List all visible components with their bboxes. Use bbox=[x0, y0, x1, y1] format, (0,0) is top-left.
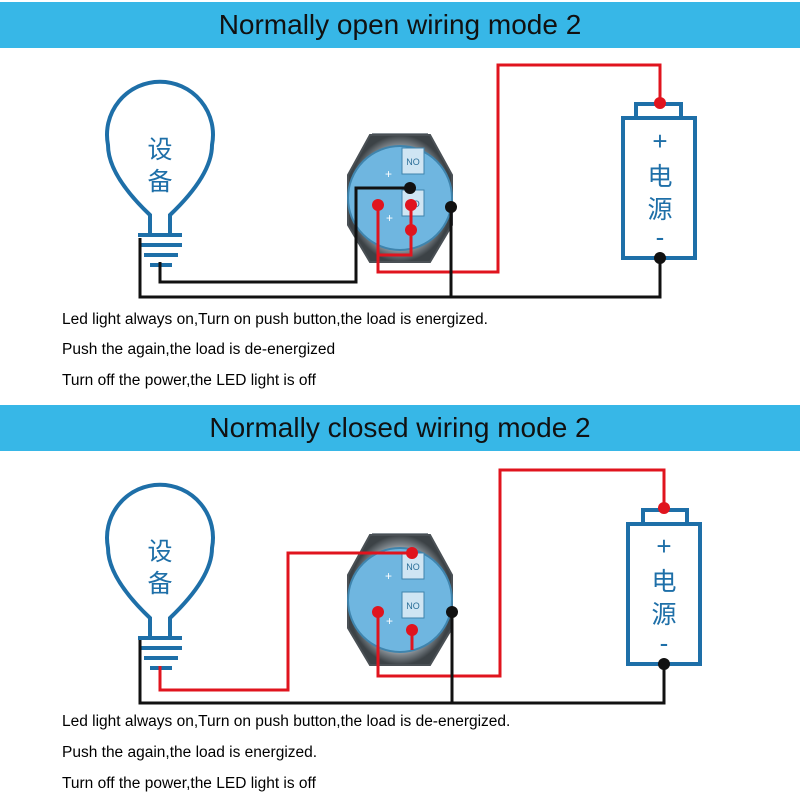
power-supply-icon: + 电 源 - bbox=[621, 102, 697, 260]
svg-text:+: + bbox=[386, 211, 393, 225]
switch-label-2: NO bbox=[406, 601, 420, 611]
section-1-line-2: Push the again,the load is de-energized bbox=[62, 341, 336, 358]
wires bbox=[138, 63, 666, 299]
svg-text:+: + bbox=[386, 614, 393, 628]
bulb-label-2: 备 bbox=[147, 569, 172, 598]
bulb-label-2: 备 bbox=[147, 167, 172, 196]
section-1-title: Normally open wiring mode 2 bbox=[218, 9, 582, 40]
battery-label-2: 源 bbox=[647, 195, 672, 224]
section-2-title: Normally closed wiring mode 2 bbox=[209, 412, 591, 443]
bulb-icon: 设 备 bbox=[105, 482, 215, 670]
push-button-switch: NO NO + + bbox=[347, 533, 453, 666]
battery-minus: - bbox=[660, 628, 669, 658]
bulb-label-1: 设 bbox=[147, 135, 172, 164]
battery-label-1: 电 bbox=[651, 567, 676, 596]
battery-plus: + bbox=[656, 531, 671, 561]
switch-label-1: NO bbox=[406, 157, 420, 167]
push-button-switch: NO NO + + bbox=[347, 133, 453, 263]
switch-label-1: NO bbox=[406, 562, 420, 572]
bulb-label-1: 设 bbox=[147, 537, 172, 566]
diagram-normally-open: 设 备 NO NO + + + 电 源 - bbox=[105, 63, 697, 299]
battery-minus: - bbox=[656, 222, 665, 252]
section-1-line-1: Led light always on,Turn on push button,… bbox=[62, 311, 488, 328]
wires bbox=[138, 468, 670, 705]
svg-text:+: + bbox=[385, 167, 392, 181]
diagram-normally-closed: 设 备 NO NO + + + 电 源 - bbox=[105, 468, 702, 705]
section-2-banner: Normally closed wiring mode 2 bbox=[0, 405, 800, 451]
section-2-line-1: Led light always on,Turn on push button,… bbox=[62, 713, 511, 730]
section-2-line-3: Turn off the power,the LED light is off bbox=[62, 775, 316, 792]
bulb-icon: 设 备 bbox=[105, 79, 215, 267]
power-supply-icon: + 电 源 - bbox=[626, 508, 702, 666]
battery-label-1: 电 bbox=[647, 162, 672, 191]
section-1-line-3: Turn off the power,the LED light is off bbox=[62, 372, 316, 389]
svg-text:+: + bbox=[385, 569, 392, 583]
battery-plus: + bbox=[652, 126, 667, 156]
battery-label-2: 源 bbox=[651, 600, 676, 629]
section-2-line-2: Push the again,the load is energized. bbox=[62, 744, 318, 761]
section-1-banner: Normally open wiring mode 2 bbox=[0, 2, 800, 48]
